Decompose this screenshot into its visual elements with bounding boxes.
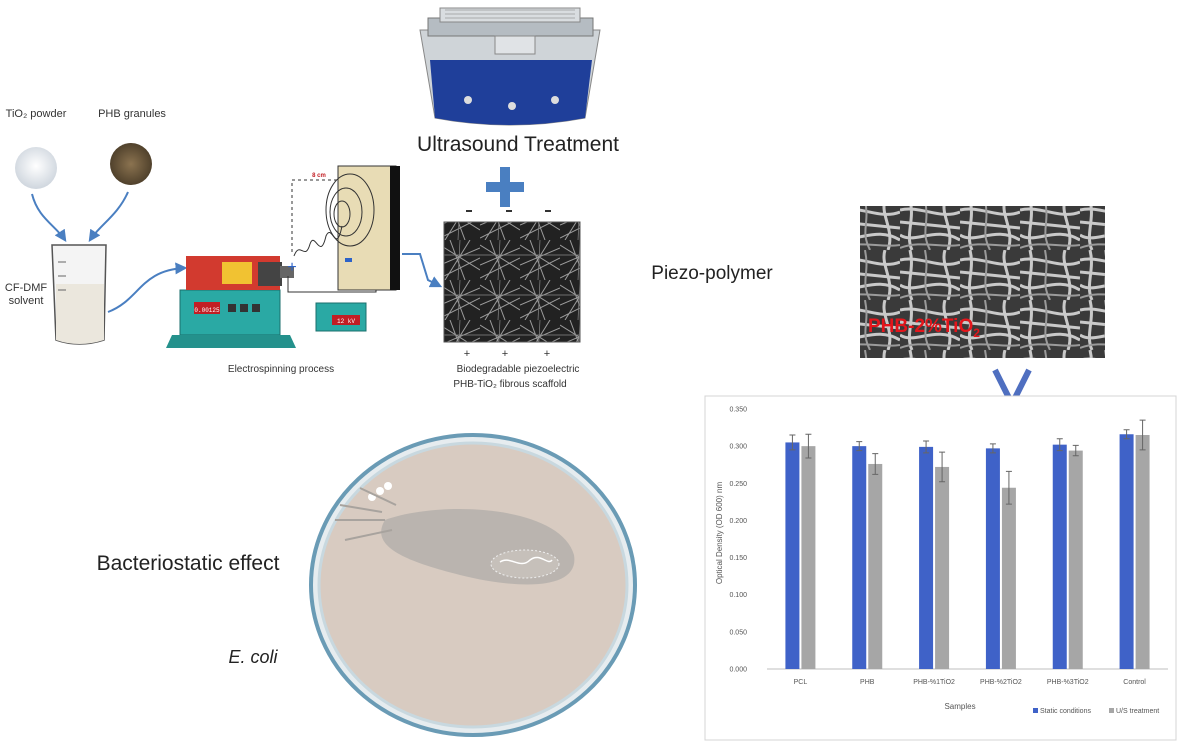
x-tick-label: PHB-%3TiO2: [1047, 679, 1089, 686]
hv-display-text: 12 kV: [337, 318, 355, 325]
x-tick-label: PHB-%1TiO2: [913, 679, 955, 686]
error-bar-static-3: [989, 443, 996, 454]
fiber-jet: [293, 225, 343, 257]
pump-display-text: 0.00125: [194, 307, 220, 314]
error-bar-us-4: [1072, 444, 1079, 457]
positive-terminal: +: [287, 259, 296, 276]
hv-wiring: [287, 276, 377, 293]
plus-icon: [486, 167, 524, 207]
bar-static-1: [852, 446, 867, 669]
bar-static-0: [785, 442, 800, 669]
arrow-beaker-to-pump: [107, 262, 188, 313]
error-bar-us-5: [1139, 419, 1146, 451]
y-axis-title: Optical Density (OD 600) nm: [715, 482, 724, 585]
tio2-label: TiO₂ powder: [5, 108, 67, 120]
ultrasound-bath-image: [419, 7, 601, 126]
x-axis-title: Samples: [944, 702, 975, 711]
fibrous-scaffold-image: [443, 221, 581, 343]
error-bar-static-5: [1123, 429, 1130, 440]
x-tick-label: Control: [1123, 679, 1146, 686]
y-tick-label: 0.150: [729, 555, 747, 562]
y-tick-label: 0.250: [729, 481, 747, 488]
error-bar-static-1: [856, 441, 863, 452]
bar-us-0: [801, 446, 816, 669]
bar-us-1: [868, 463, 883, 669]
bar-static-2: [919, 446, 934, 669]
distance-label: 8 cm: [312, 173, 326, 179]
beaker-image: [51, 244, 107, 345]
y-tick-label: 0.200: [729, 518, 747, 525]
error-bar-us-3: [1005, 470, 1012, 505]
phb-granules-image: [110, 143, 152, 185]
y-tick-label: 0.100: [729, 592, 747, 599]
arrow-collector-to-scaffold: [402, 253, 443, 288]
x-tick-label: PHB-%2TiO2: [980, 679, 1022, 686]
legend-label-static: Static conditions: [1040, 708, 1091, 715]
distance-bracket: [291, 179, 338, 252]
arrow-tio2-to-beaker: [31, 193, 67, 242]
plus-signs: + + +: [464, 348, 550, 360]
bar-us-3: [1001, 487, 1016, 669]
svg-text:+: +: [464, 348, 470, 360]
arrow-phb-to-beaker: [88, 191, 129, 242]
bacterium-image: [335, 487, 575, 585]
error-bar-us-1: [872, 453, 879, 475]
bar-us-4: [1068, 450, 1083, 669]
sem-label: PHB-2%TiO2: [868, 316, 980, 340]
legend-swatch-static: [1033, 708, 1038, 713]
sem-image: [860, 206, 1105, 358]
scaffold-label-line2: PHB-TiO₂ fibrous scaffold: [453, 379, 566, 390]
high-voltage-supply: [315, 302, 367, 332]
chart-legend: Static conditions U/S treatment: [1033, 708, 1159, 715]
x-tick-label: PHB: [860, 679, 875, 686]
bacteriostatic-label: Bacteriostatic effect: [97, 552, 280, 575]
minus-signs: [466, 210, 551, 212]
x-tick-label: PCL: [794, 679, 808, 686]
y-tick-label: 0.000: [729, 667, 747, 674]
legend-swatch-us: [1109, 708, 1114, 713]
electrospinning-label: Electrospinning process: [228, 364, 334, 375]
y-tick-label: 0.050: [729, 629, 747, 636]
y-tick-label: 0.300: [729, 444, 747, 451]
petri-dish-image: [309, 433, 637, 737]
bar-us-2: [935, 466, 950, 669]
svg-text:+: +: [502, 348, 508, 360]
collector-plate-image: [325, 165, 400, 291]
error-bar-static-4: [1056, 438, 1063, 452]
error-bar-static-0: [789, 434, 796, 451]
piezo-label: Piezo-polymer: [651, 263, 773, 284]
error-bar-static-2: [923, 440, 930, 454]
ultrasound-title: Ultrasound Treatment: [417, 133, 619, 156]
solvent-label: CF-DMF solvent: [4, 282, 48, 307]
error-bar-us-2: [939, 451, 946, 483]
svg-text:+: +: [544, 348, 550, 360]
syringe-pump-image: [166, 256, 296, 348]
bar-static-4: [1052, 444, 1067, 669]
legend-label-us: U/S treatment: [1116, 708, 1159, 715]
tio2-powder-image: [15, 147, 57, 189]
bar-us-5: [1135, 435, 1150, 669]
y-tick-label: 0.350: [729, 407, 747, 414]
ecoli-label: E. coli: [228, 647, 278, 667]
od600-bar-chart: Optical Density (OD 600) nm Samples 0.00…: [704, 395, 1177, 741]
scaffold-label-line1: Biodegradable piezoelectric: [457, 364, 580, 375]
phb-label: PHB granules: [98, 108, 166, 120]
bar-static-5: [1119, 434, 1134, 669]
bar-static-3: [985, 448, 1000, 669]
error-bar-us-0: [805, 433, 812, 459]
